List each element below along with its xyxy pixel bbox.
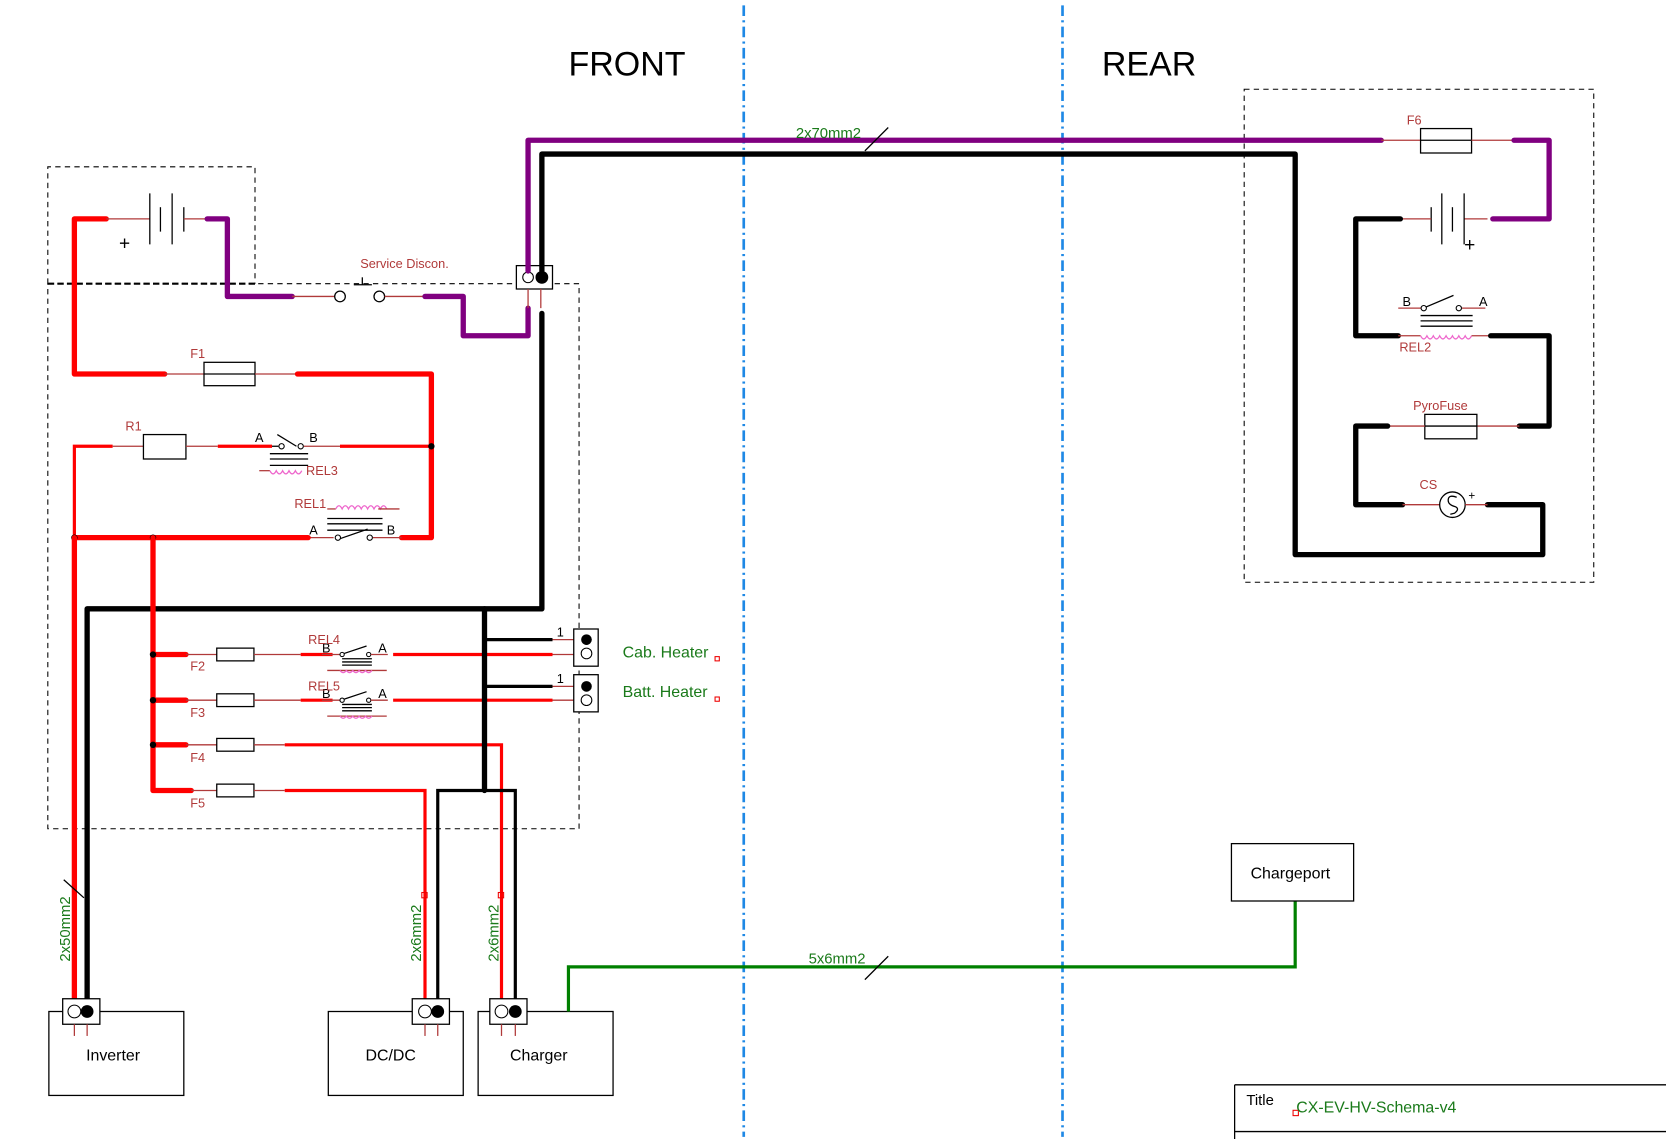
service-disconnect-label: Service Discon. — [360, 256, 449, 271]
title-value: CX-EV-HV-Schema-v4 — [1296, 1099, 1456, 1116]
relay-rel4-label: REL4 — [308, 632, 340, 647]
rear-pack-enclosure — [1243, 88, 1595, 583]
fuse-f4-label: F4 — [190, 750, 205, 765]
cs-plus: + — [1468, 489, 1475, 502]
pyrofuse[interactable]: PyroFuse — [1389, 398, 1520, 440]
fuse-f2-label: F2 — [190, 658, 205, 673]
wire-label-inverter: 2x50mm2 — [58, 896, 74, 961]
cs-label: CS — [1420, 477, 1438, 492]
svg-text:A: A — [378, 686, 387, 701]
zone-label-rear: REAR — [1102, 45, 1196, 83]
wire-label-dcdc: 2x6mm2 — [409, 905, 425, 962]
fuse-f5[interactable]: F5 — [190, 783, 285, 811]
cab-heater-label: Cab. Heater — [623, 645, 710, 662]
relay-rel3-label: REL3 — [306, 463, 338, 478]
front-battery-enclosure — [47, 166, 256, 284]
fuse-f1-label: F1 — [190, 346, 205, 361]
svg-text:B: B — [387, 522, 396, 537]
title-label: Title — [1246, 1093, 1274, 1109]
svg-text:A: A — [255, 430, 264, 445]
charger-device[interactable]: Charger — [477, 998, 614, 1097]
relay-rel2-label: REL2 — [1399, 340, 1431, 355]
precharge-resistor-r1[interactable]: R1 — [72, 418, 218, 538]
svg-text:A: A — [309, 522, 318, 537]
fuse-f3-label: F3 — [190, 705, 205, 720]
zone-label-front: FRONT — [568, 45, 685, 83]
dcdc-label: DC/DC — [366, 1047, 416, 1064]
svg-text:1: 1 — [557, 671, 564, 686]
wire-label-charger: 2x6mm2 — [486, 905, 502, 962]
inverter-label: Inverter — [86, 1047, 141, 1064]
svg-text:B: B — [322, 640, 331, 655]
fuse-f1[interactable]: F1 — [164, 346, 298, 387]
svg-text:B: B — [309, 430, 318, 445]
svg-text:B: B — [322, 686, 331, 701]
fuse-f6[interactable]: F6 — [1381, 112, 1515, 154]
relay-rel2[interactable]: B A REL2 — [1398, 294, 1491, 355]
relay-rel3[interactable]: A B REL3 — [255, 430, 340, 478]
wire-label-chargeport: 5x6mm2 — [809, 952, 866, 968]
chargeport-label: Chargeport — [1251, 866, 1331, 883]
wire-label-main-link: 2x70mm2 — [796, 126, 861, 142]
fuse-f2[interactable]: F2 — [149, 647, 301, 673]
charger-label: Charger — [510, 1047, 568, 1064]
pyrofuse-label: PyroFuse — [1413, 398, 1468, 413]
svg-text:B: B — [1403, 294, 1412, 309]
dcdc-device[interactable]: DC/DC — [327, 998, 464, 1097]
fuse-f6-label: F6 — [1407, 112, 1422, 127]
main-link-connector[interactable] — [515, 264, 554, 309]
inverter-device[interactable]: Inverter — [48, 998, 185, 1097]
front-junction-enclosure — [47, 282, 580, 830]
cab-heater-connector[interactable]: 1 Cab. Heater — [557, 624, 720, 667]
fuse-f4[interactable]: F4 — [149, 737, 285, 765]
resistor-r1-label: R1 — [125, 418, 141, 433]
batt-heater-connector[interactable]: 1 Batt. Heater — [557, 671, 720, 713]
batt-heater-label: Batt. Heater — [623, 684, 709, 701]
relay-rel4[interactable]: B A REL4 — [308, 632, 388, 674]
svg-text:A: A — [1479, 294, 1488, 309]
front-battery-plus: + — [119, 234, 130, 255]
title-block: Title CX-EV-HV-Schema-v4 — [1233, 1084, 1666, 1139]
rear-battery: + — [1400, 193, 1488, 256]
relay-rel5-label: REL5 — [308, 679, 340, 694]
relay-rel5[interactable]: B A REL5 — [308, 679, 388, 719]
front-battery: + — [71, 193, 208, 377]
fuse-f5-label: F5 — [190, 796, 205, 811]
relay-rel1-label: REL1 — [294, 496, 326, 511]
current-sensor-cs[interactable]: + CS — [1402, 477, 1488, 519]
chargeport-device[interactable]: Chargeport — [1230, 842, 1355, 902]
relay-rel1[interactable]: A B REL1 — [294, 496, 402, 541]
svg-text:1: 1 — [557, 624, 564, 639]
service-disconnect[interactable]: Service Discon. — [334, 256, 449, 303]
fuse-f3[interactable]: F3 — [149, 693, 301, 720]
rear-battery-plus: + — [1464, 235, 1475, 256]
svg-text:A: A — [378, 640, 387, 655]
